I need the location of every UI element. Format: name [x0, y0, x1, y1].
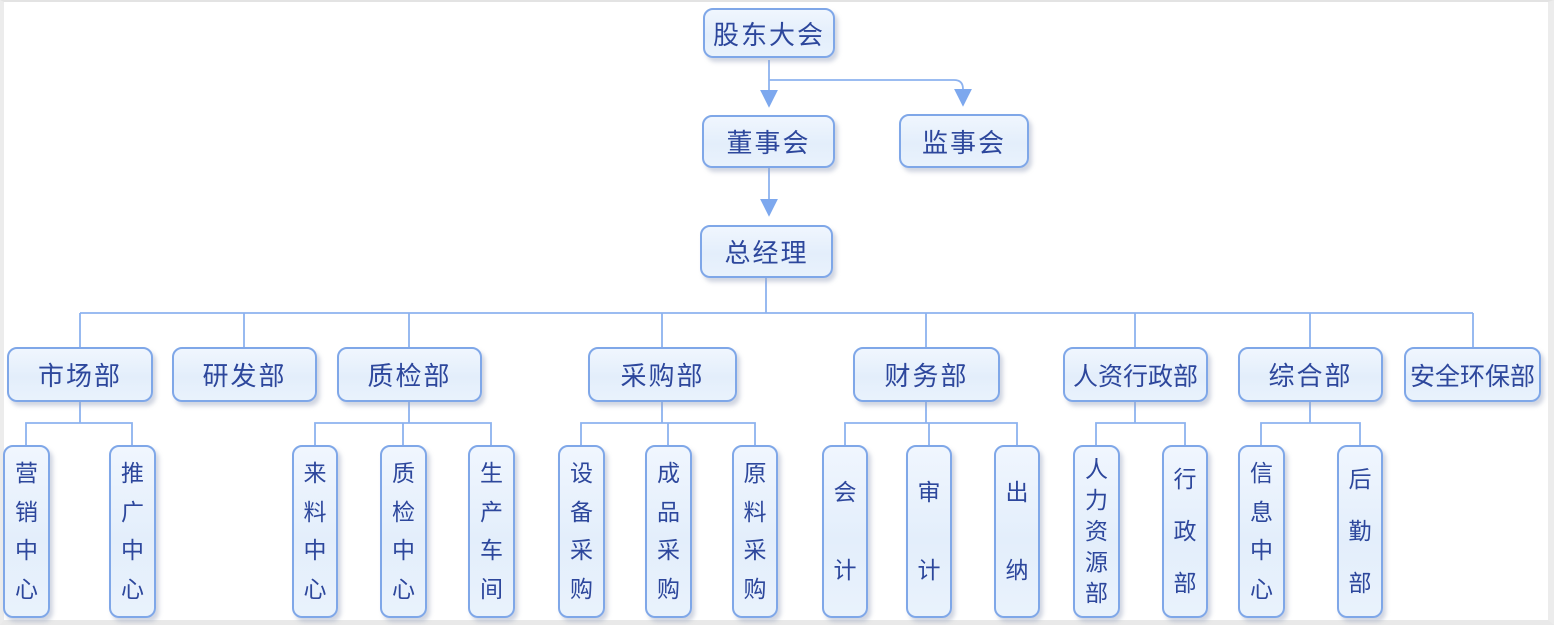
- org-node-general: 综合部: [1238, 347, 1383, 402]
- org-node-equipment-purchase: 设备采购: [558, 445, 605, 618]
- org-node-admin-dept: 行政部: [1162, 445, 1208, 618]
- org-node-hr-admin: 人资行政部: [1063, 347, 1208, 402]
- org-node-qc-center: 质检中心: [380, 445, 427, 618]
- org-node-safety: 安全环保部: [1404, 347, 1541, 402]
- org-node-production-workshop: 生产车间: [468, 445, 515, 618]
- org-node-board: 董事会: [702, 115, 835, 168]
- org-node-info-center: 信息中心: [1238, 445, 1285, 618]
- org-node-finance: 财务部: [853, 347, 1000, 402]
- org-node-rnd: 研发部: [172, 347, 317, 402]
- org-node-marketing-center: 营销中心: [3, 445, 50, 618]
- org-node-marketing: 市场部: [7, 347, 153, 402]
- org-node-qc: 质检部: [337, 347, 482, 402]
- org-node-purchasing: 采购部: [588, 347, 737, 402]
- org-node-supervisors: 监事会: [899, 114, 1029, 168]
- org-node-shareholders: 股东大会: [703, 8, 835, 58]
- org-node-raw-purchase: 原料采购: [732, 445, 778, 618]
- org-node-incoming-center: 来料中心: [292, 445, 338, 618]
- org-node-accounting: 会计: [822, 445, 868, 618]
- org-node-gm: 总经理: [700, 225, 833, 278]
- org-node-promotion-center: 推广中心: [109, 445, 156, 618]
- org-node-hr-dept: 人力资源部: [1073, 445, 1120, 618]
- org-node-audit: 审计: [906, 445, 952, 618]
- org-node-finished-purchase: 成品采购: [645, 445, 692, 618]
- org-node-logistics: 后勤部: [1337, 445, 1383, 618]
- org-node-cashier: 出纳: [994, 445, 1040, 618]
